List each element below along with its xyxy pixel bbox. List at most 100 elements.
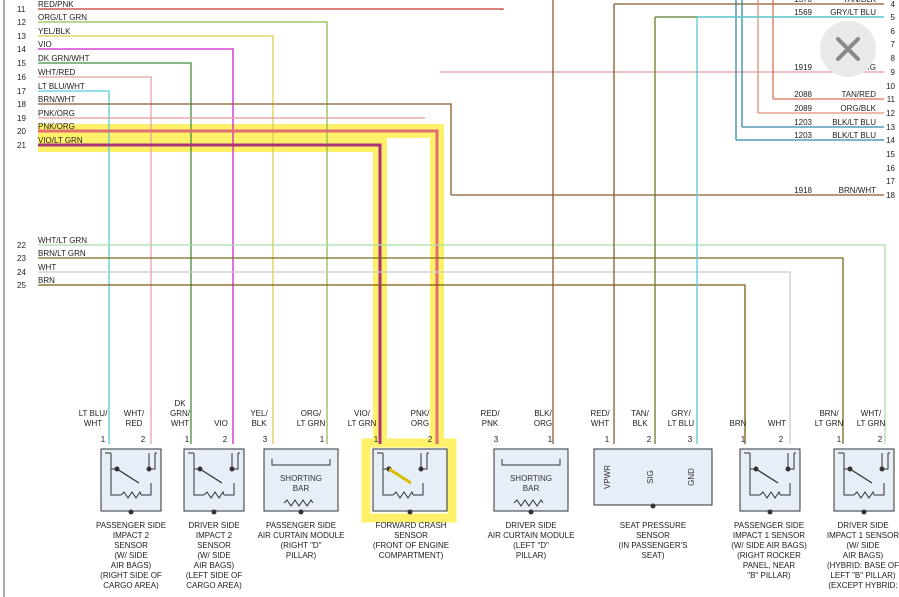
pin-number: 1 <box>837 435 842 444</box>
wire-label: BRN <box>38 276 55 285</box>
pin-label: WHT <box>768 419 786 428</box>
component-inner-label: BAR <box>293 484 310 493</box>
wire-number: 17 <box>17 87 26 96</box>
component-caption: LEFT "B" PILLAR) <box>830 571 895 580</box>
pin-label: WHT <box>84 419 102 428</box>
wire-number: 18 <box>17 100 26 109</box>
pin-label: BLK <box>632 419 648 428</box>
wire-number: 12 <box>17 18 26 27</box>
resistor-symbol <box>120 490 142 499</box>
pin-number: 2 <box>141 435 146 444</box>
wire-number: 11 <box>17 5 26 14</box>
wire-18 <box>38 103 452 195</box>
component-box <box>593 448 713 506</box>
switch-arm <box>755 468 779 484</box>
wire-25 <box>38 284 746 444</box>
wire-label: DK GRN/WHT <box>38 54 90 63</box>
component-caption: IMPACT 1 SENSOR <box>827 531 899 540</box>
pin-label: LT BLU/ <box>79 409 108 418</box>
pin-number: 3 <box>688 435 693 444</box>
switch-arm <box>116 468 140 484</box>
ground-dot <box>861 509 867 515</box>
circuit-number: 2089 <box>794 104 812 113</box>
wire-label: WHT/RED <box>38 68 76 77</box>
shorting-bar <box>501 459 561 466</box>
wire-number: 20 <box>17 127 26 136</box>
component-caption: SENSOR <box>197 541 231 550</box>
pin-number: 1 <box>374 435 379 444</box>
resistor-symbol <box>203 490 225 499</box>
pin-number: 2 <box>647 435 652 444</box>
pin-label: PNK <box>482 419 499 428</box>
circuit-number: 2088 <box>794 90 812 99</box>
pin-label: WHT <box>171 419 189 428</box>
component-caption: SENSOR <box>636 531 670 540</box>
component-box <box>739 448 801 512</box>
component-caption: AIR BAGS) <box>843 551 884 560</box>
component-caption: PANEL, NEAR <box>743 561 796 570</box>
pin-label: LT GRN <box>815 419 844 428</box>
component-caption: (EXCEPT HYBRID: <box>828 581 897 590</box>
component-inner-label: SHORTING <box>510 474 552 483</box>
pin-number: 2 <box>428 435 433 444</box>
wire-number: 19 <box>17 114 26 123</box>
pin-number: 4 <box>891 0 896 9</box>
wire-label: BRN/WHT <box>839 186 876 195</box>
component-caption: (W/ SIDE <box>197 551 230 560</box>
pin-label: LT GRN <box>348 419 377 428</box>
wire-label: BRN/WHT <box>38 95 75 104</box>
shorting-bar <box>271 459 331 466</box>
ground-dot <box>528 509 534 515</box>
pin-label: WHT/ <box>124 409 145 418</box>
wire-label: WHT <box>38 263 56 272</box>
component-box <box>183 448 245 512</box>
wire-label: BLK/LT BLU <box>832 118 876 127</box>
component-caption: SENSOR <box>114 541 148 550</box>
switch-arm <box>199 468 223 484</box>
wire-12 <box>38 21 328 444</box>
component-caption: IMPACT 1 SENSOR <box>733 531 805 540</box>
pin-number: 1 <box>320 435 325 444</box>
forward-crash-sensor <box>372 448 448 515</box>
pin-number: 16 <box>886 164 895 173</box>
component-caption: PILLAR) <box>516 551 547 560</box>
pin-number: 5 <box>891 13 896 22</box>
component-box <box>100 448 162 512</box>
pin-number: 3 <box>263 435 268 444</box>
component-inner-label: BAR <box>523 484 540 493</box>
pin-number: 8 <box>891 54 896 63</box>
wire-13 <box>38 35 274 444</box>
pin-number: 6 <box>891 27 896 36</box>
component-box <box>263 448 339 512</box>
pin-label: ORG <box>411 419 429 428</box>
resistor-symbol <box>853 490 875 499</box>
pin-label: VIO/ <box>354 409 371 418</box>
component-caption: (W/ SIDE <box>846 541 879 550</box>
component-caption: "B" PILLAR) <box>747 571 791 580</box>
component-caption: IMPACT 2 <box>113 531 150 540</box>
circuit-number: 1919 <box>794 63 812 72</box>
pin-label: ORG/ <box>301 409 322 418</box>
pin-label: RED/ <box>590 409 610 418</box>
pin-number: 18 <box>886 191 895 200</box>
sensor-wiring <box>843 453 889 496</box>
wire-label: RED/PNK <box>38 0 74 9</box>
wire-14 <box>38 48 234 444</box>
wire-number: 16 <box>17 73 26 82</box>
wire-number: 13 <box>17 32 26 41</box>
resistor-symbol <box>513 499 544 507</box>
component-caption: PILLAR) <box>286 551 317 560</box>
component-caption: AIR BAGS) <box>194 561 235 570</box>
pin-number: 15 <box>886 150 895 159</box>
wire-label: VIO/LT GRN <box>38 136 83 145</box>
pin-label: PNK/ <box>411 409 430 418</box>
close-button[interactable] <box>820 21 876 77</box>
pin-number: 1 <box>605 435 610 444</box>
component-caption: DRIVER SIDE <box>188 521 239 530</box>
pin-label: BLK <box>251 419 267 428</box>
